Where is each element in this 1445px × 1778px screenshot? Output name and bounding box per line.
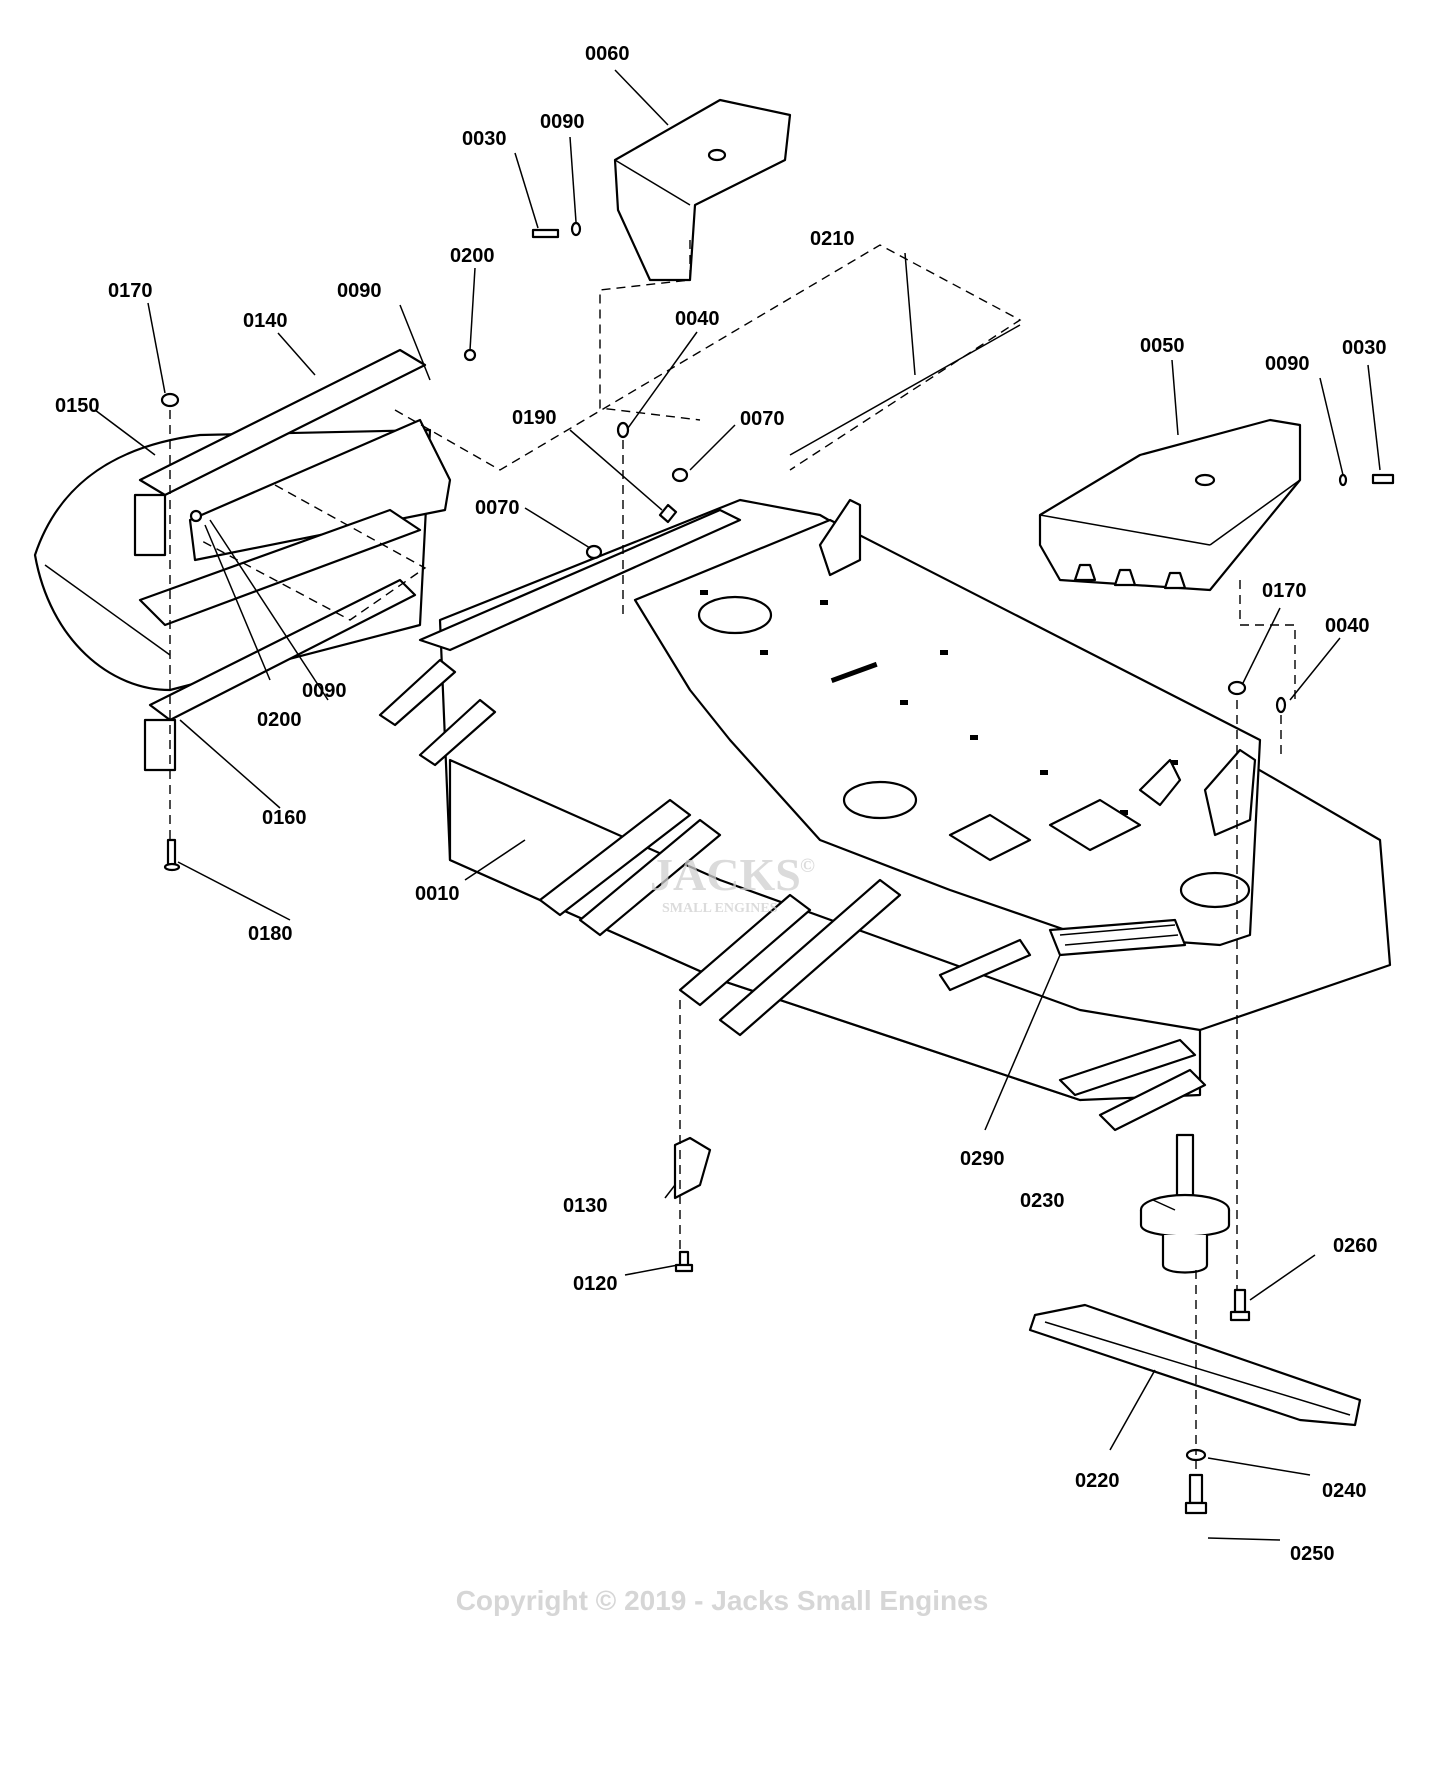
callout-labels: 0060 0030 0090 0200 0170 0140 0090 0150 … [55,43,1387,1565]
mower-deck-0010 [418,498,1392,1102]
callout-0060: 0060 [585,43,630,65]
watermark-logo: JACKS [650,849,801,900]
callout-0030-right: 0030 [1342,337,1387,359]
screw-0120 [674,1250,694,1273]
callout-0090-left: 0090 [337,280,382,302]
callout-0120: 0120 [573,1273,618,1295]
callout-0210: 0210 [810,228,855,250]
callout-0090-lower: 0090 [302,680,347,702]
callout-0170-left: 0170 [108,280,153,302]
callout-0230: 0230 [1020,1190,1065,1212]
jacks-watermark: JACKS SMALL ENGINES © [650,849,815,916]
watermark-sub: SMALL ENGINES [662,901,778,916]
callout-0030-left: 0030 [462,128,507,150]
bolt-0260 [1229,1288,1251,1322]
leader-lines [94,69,1381,1541]
callout-0150: 0150 [55,395,100,417]
small-hardware [160,221,1395,714]
callout-0140: 0140 [243,310,288,332]
callout-0220: 0220 [1075,1470,1120,1492]
callout-0170-right: 0170 [1262,580,1307,602]
bracket-0140 [133,348,452,627]
cover-0050 [1038,418,1302,592]
deck-mount-arms [378,658,1207,1132]
callout-0040-right: 0040 [1325,615,1370,637]
callout-0010: 0010 [415,883,460,905]
bolt-0180 [163,838,181,872]
copyright-notice: Copyright © 2019 - Jacks Small Engines [456,1585,989,1616]
callout-0200-top: 0200 [450,245,495,267]
callout-0130: 0130 [563,1195,608,1217]
callout-0240: 0240 [1322,1480,1367,1502]
cover-0060 [613,98,792,282]
callout-0040-left: 0040 [675,308,720,330]
callout-0180: 0180 [248,923,293,945]
callout-0160: 0160 [262,807,307,829]
callout-0090-right: 0090 [1265,353,1310,375]
callout-0200-lower: 0200 [257,709,302,731]
callout-0260: 0260 [1333,1235,1378,1257]
plate-0290 [1048,918,1187,957]
bracket-0130 [673,1136,712,1200]
assembly-dash-lines [169,240,1296,1475]
bolt-0250 [1184,1473,1208,1515]
callout-0070-right: 0070 [740,408,785,430]
watermark-mark: © [800,855,815,877]
callout-0050: 0050 [1140,335,1185,357]
callout-0070-left: 0070 [475,497,520,519]
callout-0250: 0250 [1290,1543,1335,1565]
bar-0160 [143,578,417,772]
callout-0090-top: 0090 [540,111,585,133]
callout-0190: 0190 [512,407,557,429]
spindle-0230 [1139,1133,1231,1274]
blade-0220 [1028,1303,1362,1427]
callout-0290: 0290 [960,1148,1005,1170]
